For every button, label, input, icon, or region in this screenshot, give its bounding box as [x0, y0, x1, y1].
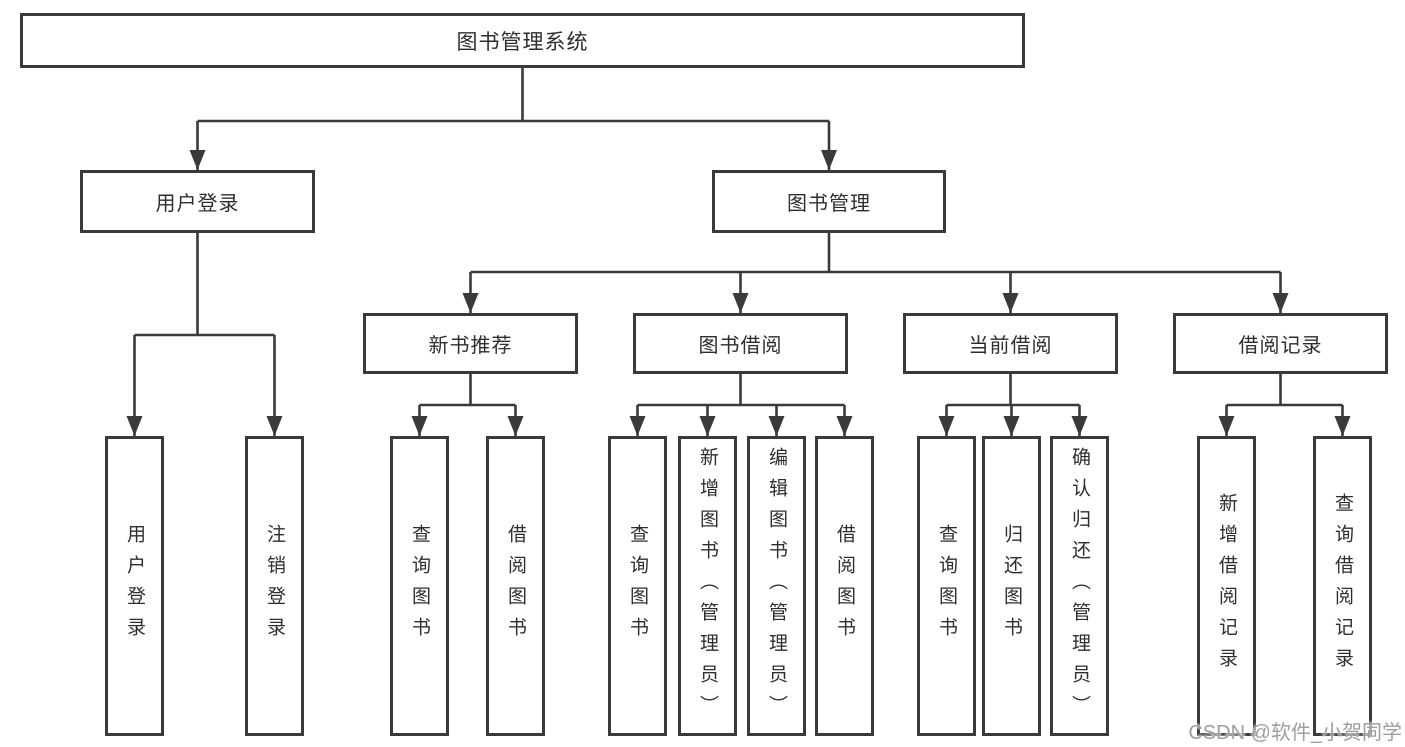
node-label: 当前借阅: [968, 335, 1053, 357]
leaf-label: 确认归还（管理员）: [1069, 446, 1090, 726]
leaf-edit-books-admin: 编辑图书（管理员）: [747, 436, 806, 736]
leaf-borrow-books: 借阅图书: [815, 436, 874, 736]
leaf-user-login: 用户登录: [105, 436, 164, 736]
leaf-label: 新增借阅记录: [1216, 493, 1237, 679]
leaf-add-books-admin: 新增图书（管理员）: [678, 436, 737, 736]
leaf-label: 用户登录: [124, 524, 145, 648]
csdn-watermark: CSDN @软件_小贺同学: [1188, 722, 1402, 744]
node-label: 图书管理: [787, 193, 871, 215]
node-user-login: 用户登录: [80, 170, 315, 233]
leaf-query-books: 查询图书: [390, 436, 449, 736]
leaf-label: 借阅图书: [834, 524, 855, 648]
node-new-book-recommend: 新书推荐: [363, 313, 578, 374]
leaf-add-borrow-record: 新增借阅记录: [1197, 436, 1256, 736]
leaf-label: 查询图书: [409, 524, 430, 648]
leaf-label: 查询图书: [936, 524, 957, 648]
leaf-query-borrow-record: 查询借阅记录: [1313, 436, 1372, 736]
leaf-label: 借阅图书: [505, 524, 526, 648]
leaf-label: 归还图书: [1001, 524, 1022, 648]
node-label: 新书推荐: [428, 335, 513, 357]
leaf-query-books: 查询图书: [917, 436, 976, 736]
node-label: 图书管理系统: [456, 30, 589, 54]
leaf-label: 编辑图书（管理员）: [766, 446, 787, 726]
node-borrow-record: 借阅记录: [1173, 313, 1388, 374]
node-book-borrow: 图书借阅: [633, 313, 848, 374]
leaf-query-books: 查询图书: [608, 436, 667, 736]
leaf-label: 查询图书: [627, 524, 648, 648]
node-label: 图书借阅: [698, 335, 783, 357]
leaf-label: 查询借阅记录: [1332, 493, 1353, 679]
leaf-label: 新增图书（管理员）: [697, 446, 718, 726]
leaf-logout-login: 注销登录: [245, 436, 304, 736]
node-label: 借阅记录: [1238, 335, 1323, 357]
node-library-management-system: 图书管理系统: [20, 13, 1025, 68]
node-label: 用户登录: [155, 193, 240, 215]
leaf-label: 注销登录: [264, 524, 285, 648]
leaf-return-books: 归还图书: [982, 436, 1041, 736]
node-book-management: 图书管理: [712, 170, 946, 233]
leaf-confirm-return-admin: 确认归还（管理员）: [1050, 436, 1109, 736]
leaf-borrow-books: 借阅图书: [486, 436, 545, 736]
node-current-borrow: 当前借阅: [903, 313, 1118, 374]
